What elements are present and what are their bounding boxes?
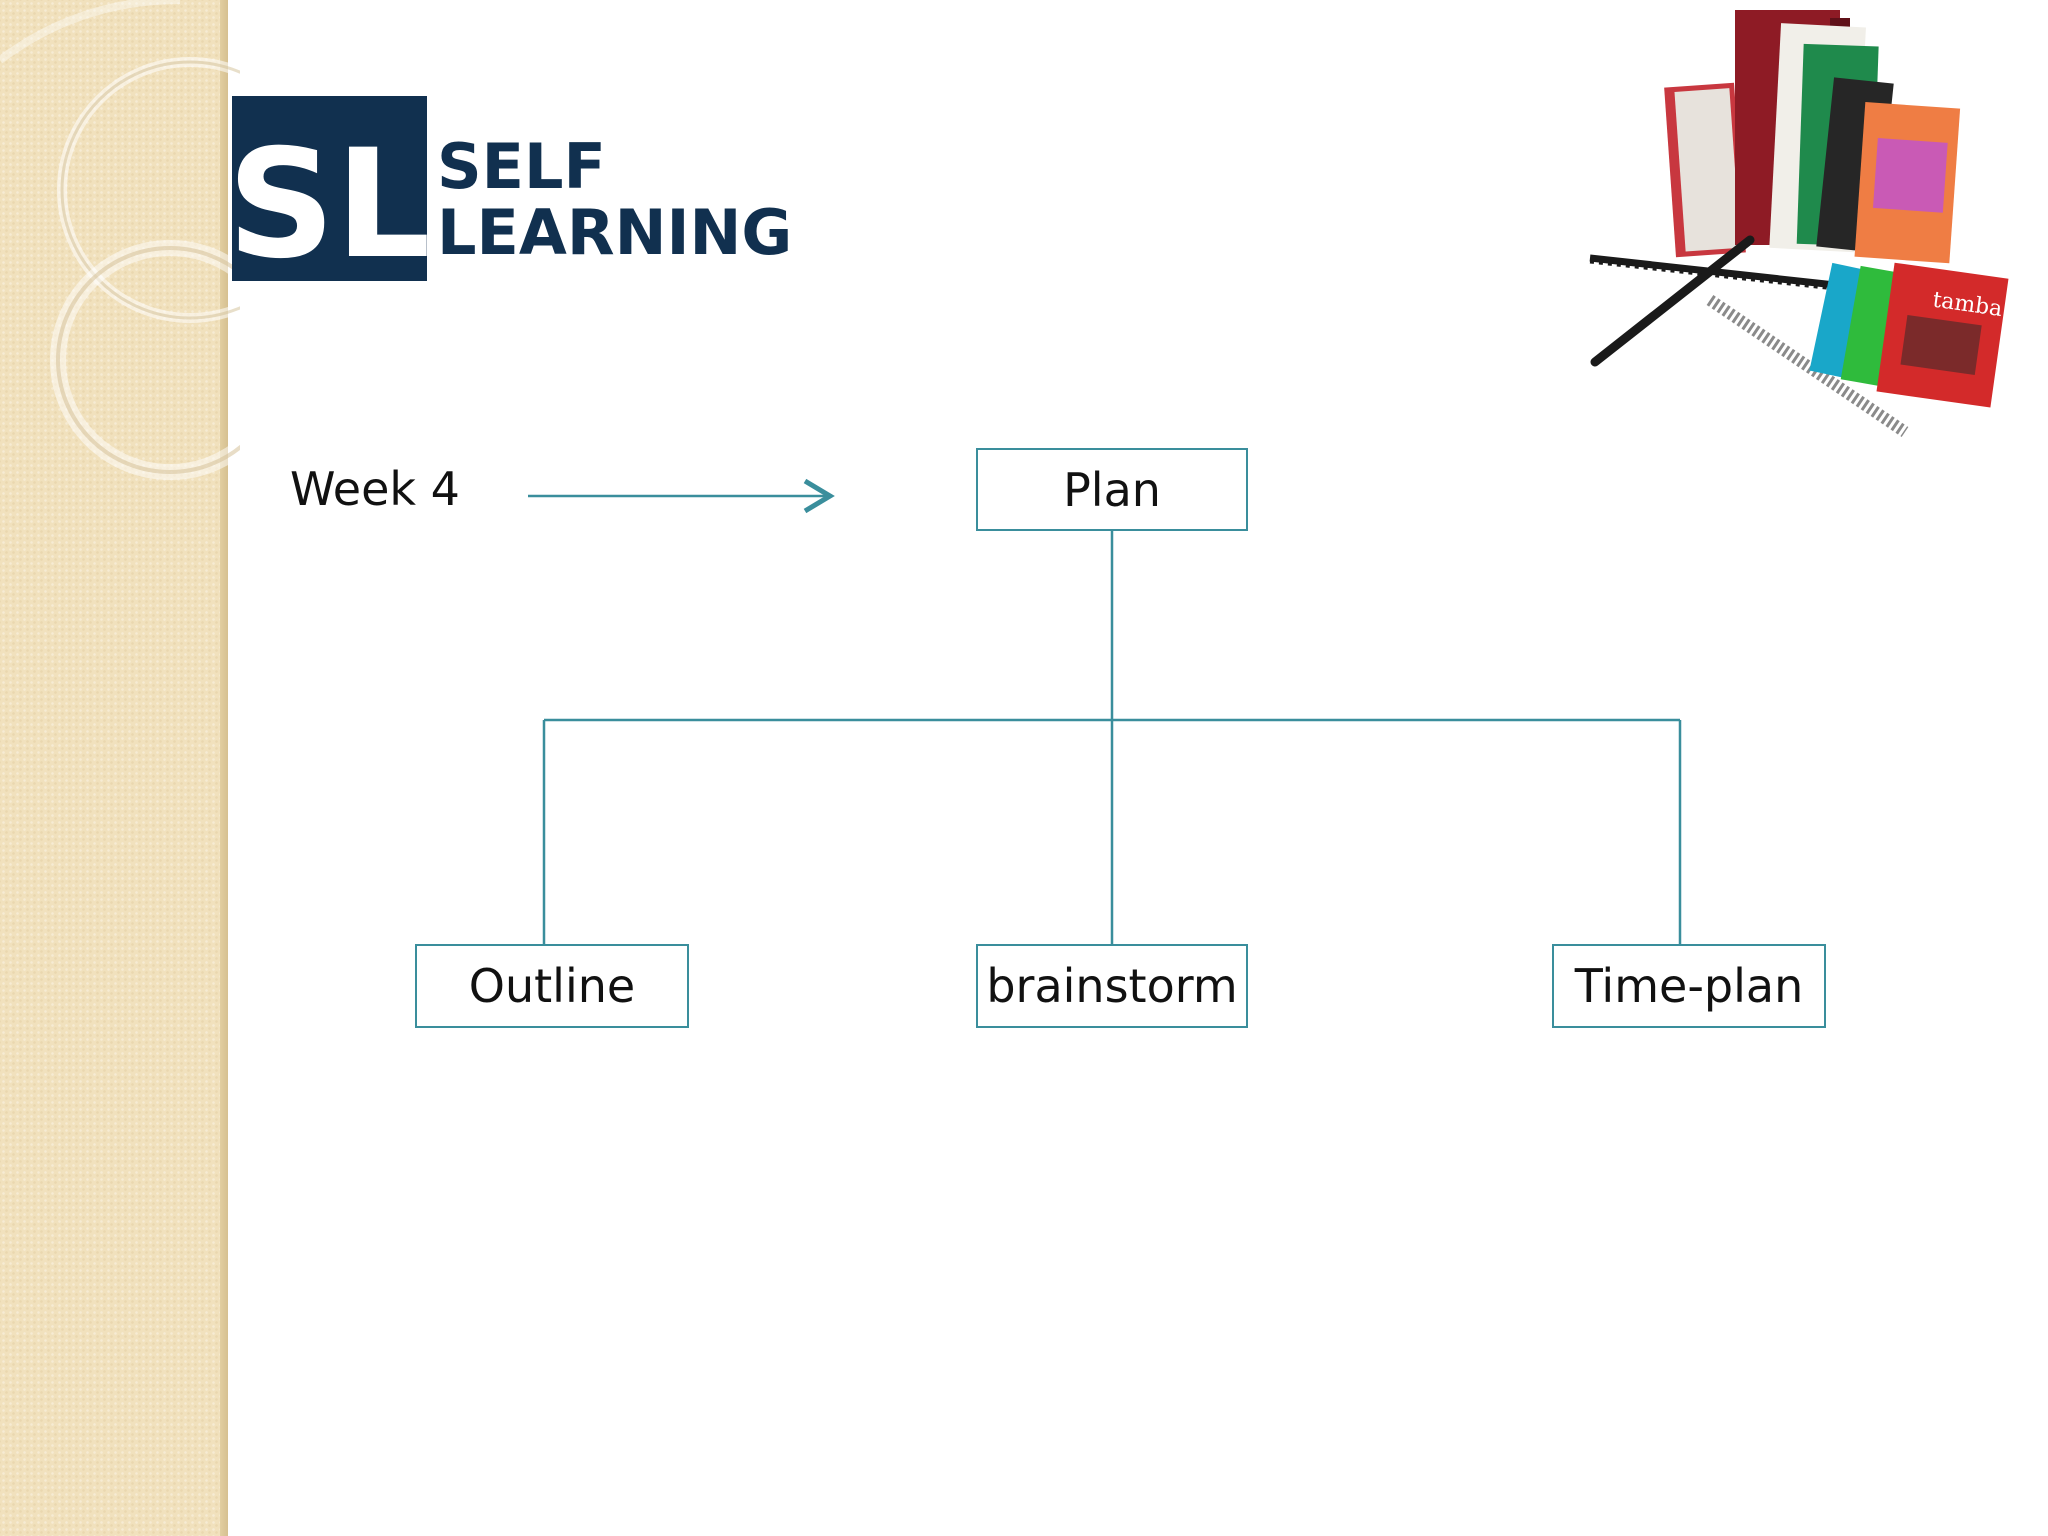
logo-line2: LEARNING [437,196,792,269]
logo-monogram-block [232,96,427,281]
brainstorm-node: brainstorm [976,944,1248,1028]
week-label: Week 4 [290,462,460,516]
decorative-rings [0,0,240,480]
sidebar-edge [220,0,228,1536]
outline-node: Outline [415,944,689,1028]
logo-line1: SELF [437,130,606,203]
time-plan-node: Time-plan [1552,944,1826,1028]
plan-node: Plan [976,448,1248,531]
books-illustration: tamba [1589,10,2009,437]
self-learning-logo: SL SELF LEARNING [232,96,792,286]
logo-monogram: SL [232,118,431,286]
